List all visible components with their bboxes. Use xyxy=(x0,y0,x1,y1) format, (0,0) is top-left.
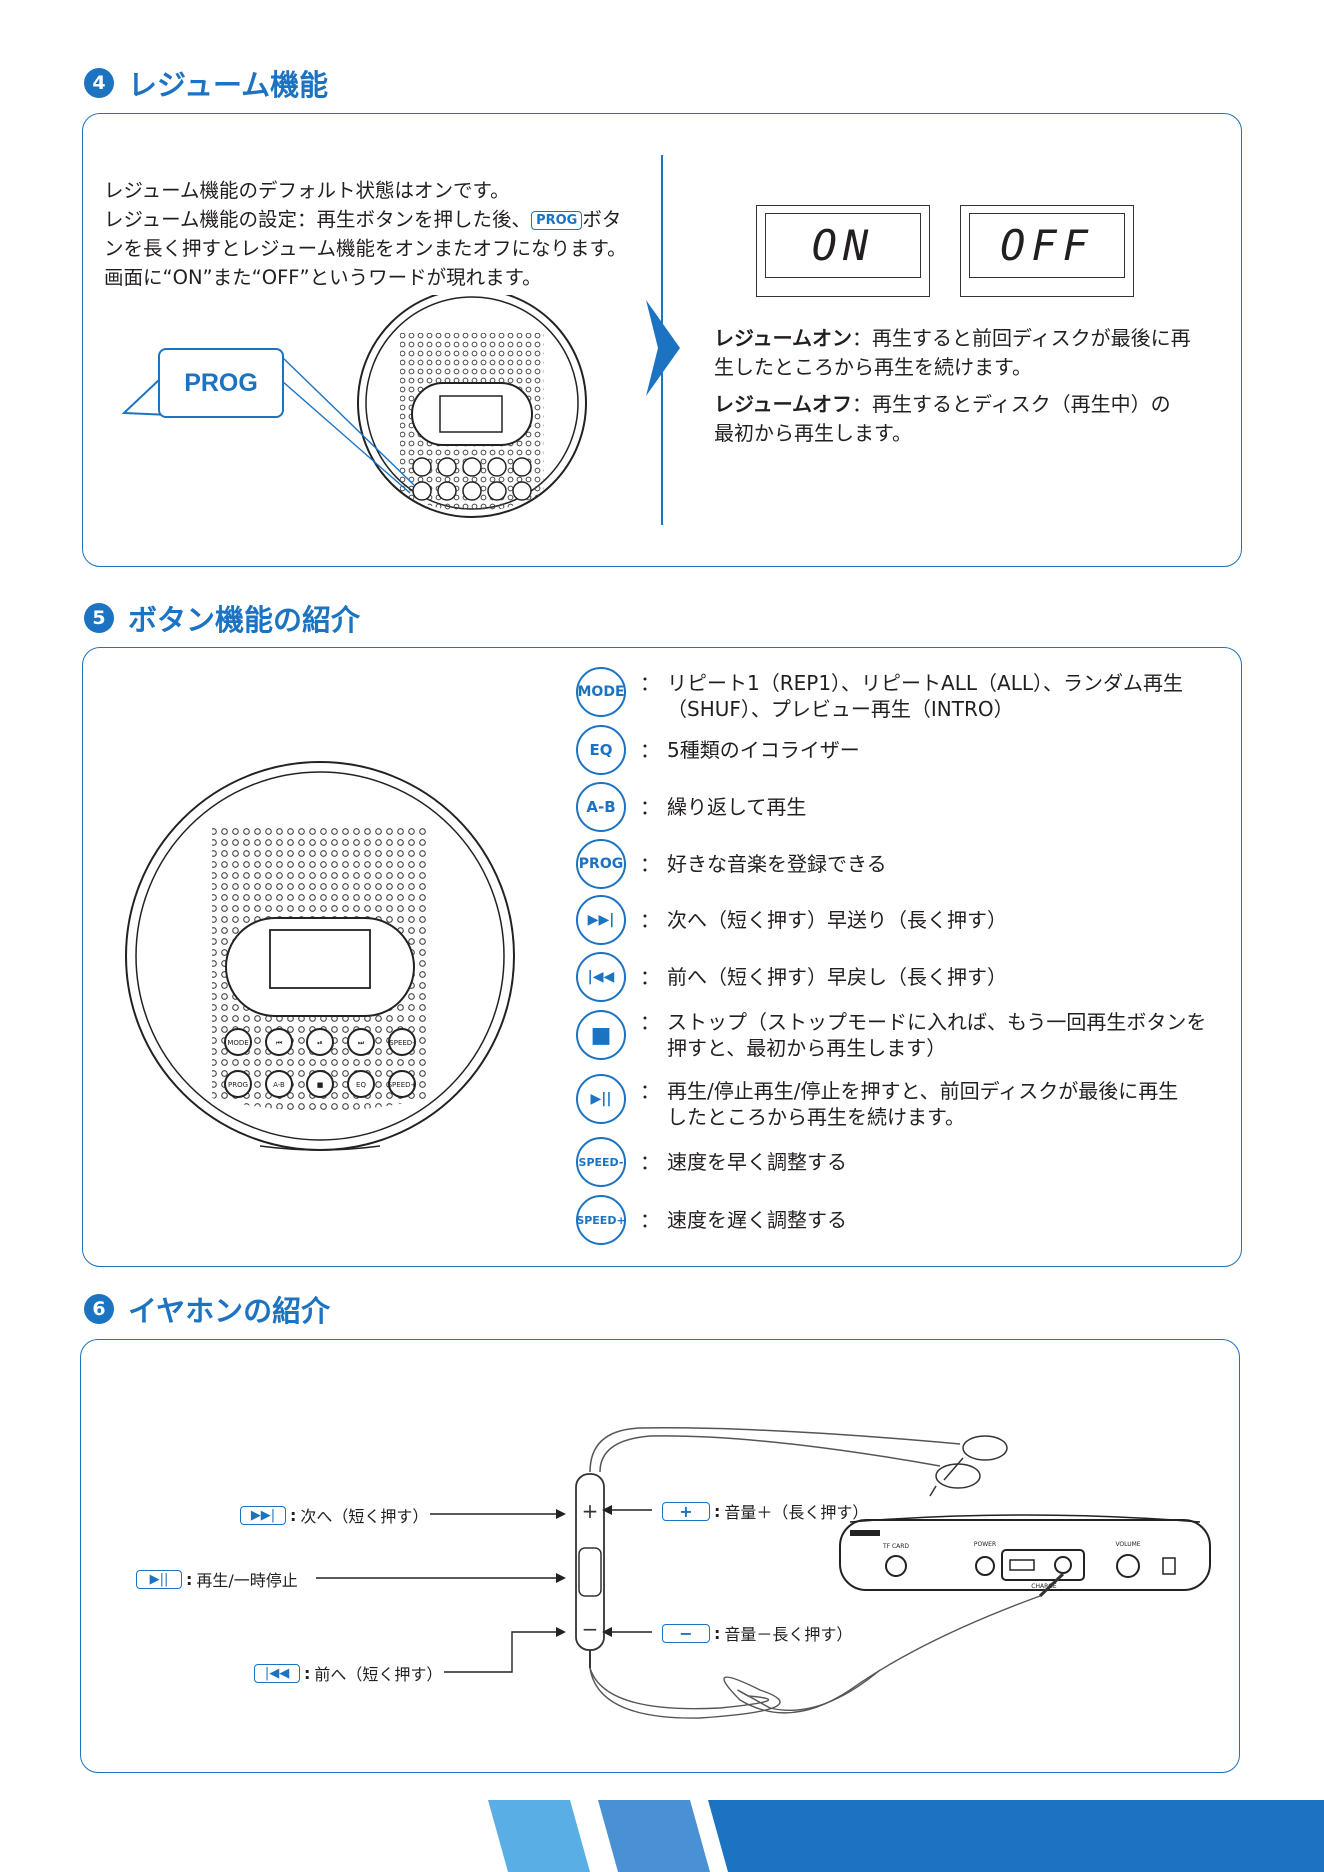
section5-panel xyxy=(82,647,1242,1267)
device-btn-next: ⏭ xyxy=(358,1039,365,1047)
device-btn-mode: MODE xyxy=(227,1039,248,1047)
section4-title: 4 レジューム機能 xyxy=(84,62,328,104)
device-btn-stop: ■ xyxy=(317,1081,324,1089)
footer-decoration xyxy=(488,1800,1324,1872)
prev-track-icon: |◀◀ xyxy=(576,952,626,1002)
section6-heading: イヤホンの紹介 xyxy=(128,1294,331,1328)
label-next: ▶▶|:次へ（短く押す） xyxy=(240,1503,428,1527)
prog-callout: PROG xyxy=(158,348,284,418)
speed-minus-icon: SPEED- xyxy=(576,1137,626,1187)
label-volume-down: −:音量－長く押す） xyxy=(662,1621,852,1645)
label-play-pause: ▶||:再生/一時停止 xyxy=(136,1567,298,1591)
device-btn-speed-minus: SPEED- xyxy=(389,1039,415,1047)
play-pause-icon: ▶|| xyxy=(576,1074,626,1124)
ab-repeat-icon: A-B xyxy=(576,782,626,832)
remote-minus-icon: − xyxy=(582,1617,599,1641)
section4-panel xyxy=(82,113,1242,567)
intro-line3: ンを長く押すとレジューム機能をオンまたオフになります。 xyxy=(104,237,627,260)
lcd-off-display: OFF xyxy=(960,205,1134,297)
resume-on-line2: 生したところから再生を続けます。 xyxy=(714,355,1032,379)
section5-title: 5 ボタン機能の紹介 xyxy=(84,597,360,639)
port-tf-card-label: TF CARD xyxy=(882,1543,909,1550)
device-btn-speed-plus: SPEED+ xyxy=(388,1081,417,1089)
stop-icon: ■ xyxy=(576,1010,626,1060)
section4-number: 4 xyxy=(84,68,114,98)
eq-icon: EQ xyxy=(576,725,626,775)
lcd-on-display: ON xyxy=(756,205,930,297)
lcd-off-text: OFF xyxy=(969,213,1125,278)
speed-plus-icon: SPEED+ xyxy=(576,1195,626,1245)
resume-on-line1: レジュームオン：再生すると前回ディスクが最後に再 xyxy=(714,326,1191,350)
section5-number: 5 xyxy=(84,603,114,633)
next-icon: ▶▶| xyxy=(240,1505,286,1525)
next-track-icon: ▶▶| xyxy=(576,895,626,945)
arrow-right-icon xyxy=(646,300,680,396)
prog-icon: PROG xyxy=(576,839,626,889)
cd-player-large-illustration: MODE ⏮ ⏯ ⏭ SPEED- PROG A-B ■ EQ SPEED+ xyxy=(125,761,515,1151)
intro-line1: レジューム機能のデフォルト状態はオンです。 xyxy=(104,179,510,202)
device-btn-prog: PROG xyxy=(228,1081,248,1089)
resume-off-line2: 最初から再生します。 xyxy=(714,421,912,445)
port-charge-label: CHARGE xyxy=(1031,1583,1057,1590)
section4-heading: レジューム機能 xyxy=(128,68,329,102)
prog-badge: PROG xyxy=(531,211,583,230)
label-volume-up: +:音量＋（長く押す） xyxy=(662,1499,868,1523)
port-volume-label: VOLUME xyxy=(1115,1541,1140,1548)
device-btn-ab: A-B xyxy=(273,1081,285,1089)
port-power-label: POWER xyxy=(974,1541,996,1548)
device-btn-prev: ⏮ xyxy=(276,1039,282,1047)
label-prev: |◀◀:前へ（短く押す） xyxy=(254,1661,442,1685)
device-btn-play: ⏯ xyxy=(317,1039,323,1047)
prev-icon: |◀◀ xyxy=(254,1663,300,1683)
section6-title: 6 イヤホンの紹介 xyxy=(84,1288,330,1330)
resume-intro: レジューム機能のデフォルト状態はオンです。 レジューム機能の設定：再生ボタンを押… xyxy=(104,176,664,292)
play-pause-small-icon: ▶|| xyxy=(136,1569,182,1589)
remote-plus-icon: + xyxy=(582,1499,599,1523)
section6-panel xyxy=(80,1339,1240,1773)
volume-up-icon: + xyxy=(662,1501,710,1521)
section5-heading: ボタン機能の紹介 xyxy=(128,603,361,637)
earphone-illustration: + − TF CARD POWER CHARGE VOLUME xyxy=(316,1427,1211,1719)
cd-player-small-illustration xyxy=(121,295,587,518)
lcd-on-text: ON xyxy=(765,213,921,278)
resume-off-line1: レジュームオフ：再生するとディスク（再生中）の xyxy=(714,392,1171,416)
resume-descriptions: レジュームオン：再生すると前回ディスクが最後に再 生したところから再生を続けます… xyxy=(714,324,1234,448)
device-btn-eq: EQ xyxy=(356,1081,366,1089)
volume-down-icon: − xyxy=(662,1623,710,1643)
mode-icon: MODE xyxy=(576,667,626,717)
section6-number: 6 xyxy=(84,1294,114,1324)
prog-callout-label: PROG xyxy=(184,368,258,397)
intro-line4: 画面に“ON”また“OFF”というワードが現れます。 xyxy=(104,266,542,289)
